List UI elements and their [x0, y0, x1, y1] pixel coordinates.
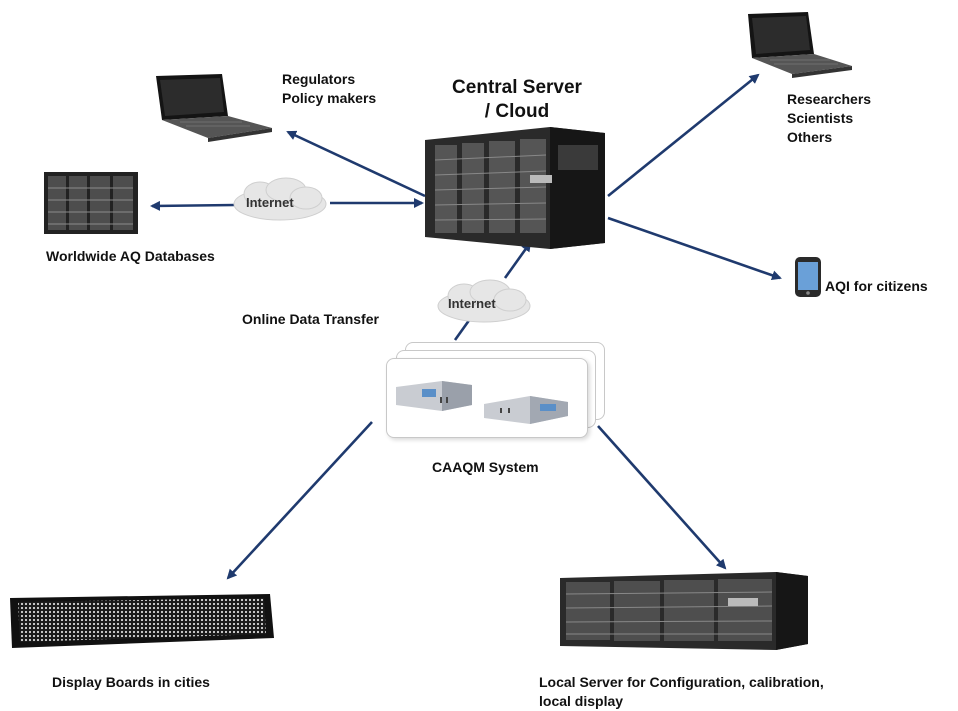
researchers-label: Researchers Scientists Others: [787, 91, 872, 145]
online-transfer-label: Online Data Transfer: [242, 311, 379, 327]
central-server-icon: [425, 127, 605, 249]
internet-cloud-icon: [437, 279, 531, 323]
lower-internet-label: Internet: [448, 296, 496, 311]
arrow-to-researchers: [607, 73, 760, 198]
internet-cloud-icon: [233, 177, 327, 221]
upper-internet-label: Internet: [246, 195, 294, 210]
analyzer-instrument-icon: [484, 396, 568, 424]
arrow-to-regulators: [286, 130, 426, 198]
display-boards-label: Display Boards in cities: [52, 674, 210, 690]
analyzer-instrument-icon: [396, 381, 472, 411]
led-display-board-icon: [10, 594, 274, 648]
central-server-label: Central Server / Cloud: [452, 77, 582, 122]
arrow-to-local-server: [597, 425, 727, 570]
arrow-to-display-boards: [226, 421, 373, 580]
laptop-icon: [156, 74, 272, 142]
arrow-internet-to-central: [503, 241, 532, 279]
arrow-to-aqi: [607, 216, 782, 281]
regulators-label: Regulators Policy makers: [282, 71, 377, 106]
database-server-icon: [44, 172, 138, 234]
worldwide-db-label: Worldwide AQ Databases: [46, 248, 215, 264]
smartphone-icon: [795, 257, 821, 297]
aqi-label: AQI for citizens: [825, 278, 928, 294]
laptop-icon: [748, 12, 852, 78]
arrow-to-worldwide-db: [150, 200, 236, 211]
local-server-label: Local Server for Configuration, calibrat…: [539, 674, 824, 709]
local-server-icon: [560, 572, 808, 650]
caaqm-label: CAAQM System: [432, 459, 539, 475]
